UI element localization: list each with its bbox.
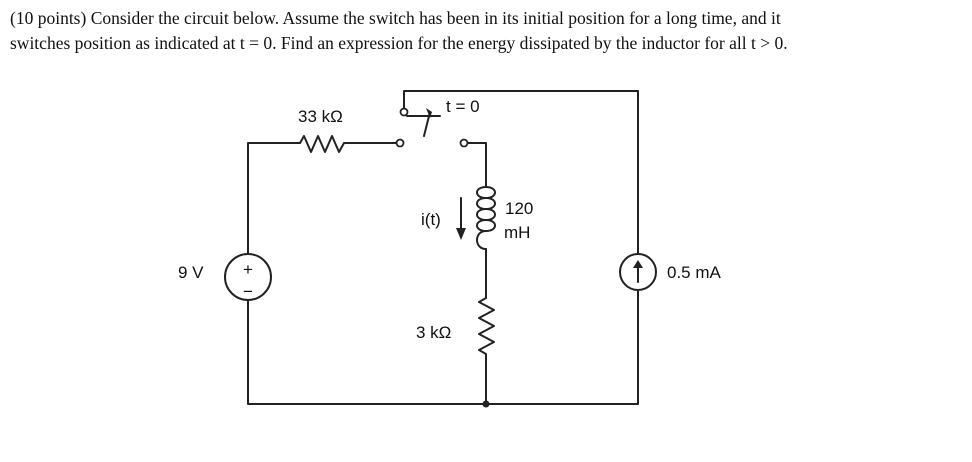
voltage-source-label: 9 V — [178, 263, 204, 282]
voltage-plus-sign: + — [243, 260, 253, 279]
problem-statement: (10 points) Consider the circuit below. … — [10, 6, 965, 56]
switch-pivot — [399, 107, 409, 117]
junction-dot — [482, 400, 490, 408]
current-arrow-down-icon — [456, 228, 466, 240]
switch-contact-right — [459, 138, 469, 148]
problem-line-1: (10 points) Consider the circuit below. … — [10, 8, 781, 28]
switch-time-label: t = 0 — [446, 97, 480, 116]
current-source-arrow-up-icon — [633, 260, 643, 268]
problem-line-2: switches position as indicated at t = 0.… — [10, 33, 788, 53]
inductor-value-label: 120 — [505, 199, 533, 218]
resistor-33k-label: 33 kΩ — [298, 107, 343, 126]
wire-switch-to-inductor — [467, 142, 487, 188]
switch-contact-left — [395, 138, 405, 148]
current-source-label: 0.5 mA — [667, 263, 722, 282]
wire-top-right — [403, 90, 639, 255]
inductor-coil — [476, 186, 496, 250]
wire-left-top — [247, 142, 301, 266]
wire-bottom — [247, 288, 639, 405]
resistor-33k — [299, 135, 349, 153]
switch-arm — [423, 111, 431, 137]
voltage-source — [224, 253, 272, 301]
inductor-unit-label: mH — [504, 223, 530, 242]
resistor-3k — [478, 297, 495, 359]
current-label: i(t) — [421, 210, 441, 229]
voltage-minus-sign: − — [243, 282, 253, 301]
resistor-3k-label: 3 kΩ — [416, 323, 451, 342]
